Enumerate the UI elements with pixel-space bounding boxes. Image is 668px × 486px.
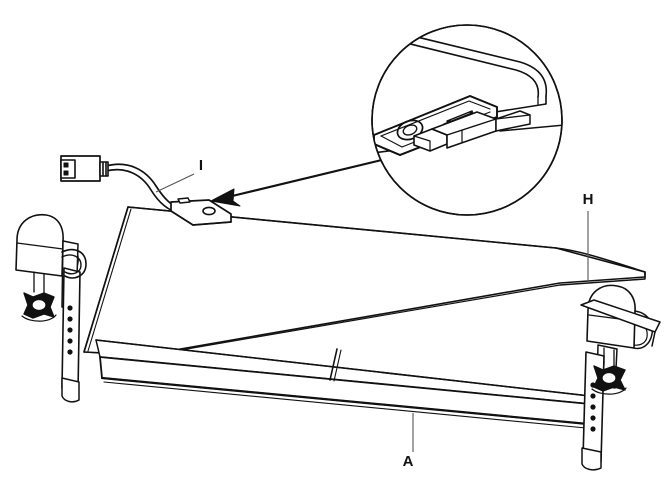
detail-pointer-arrow <box>210 157 388 207</box>
usb-control-module <box>170 197 232 226</box>
right-clamp-assembly <box>580 284 661 471</box>
callout-i: I <box>155 157 203 193</box>
callout-i-label: I <box>199 157 203 174</box>
callout-h: H <box>583 191 594 283</box>
detached-usb-connector <box>413 110 531 152</box>
usb-control-module-detail <box>373 95 498 156</box>
usb-a-plug <box>60 155 109 182</box>
left-clamp-assembly <box>15 213 81 403</box>
lower-storage-tray <box>95 339 591 429</box>
desktop-top-panel <box>83 206 646 357</box>
callout-h-label: H <box>583 191 594 208</box>
callout-a: A <box>403 413 414 470</box>
detail-view-usb-module <box>371 24 563 216</box>
callout-a-label: A <box>403 453 414 470</box>
